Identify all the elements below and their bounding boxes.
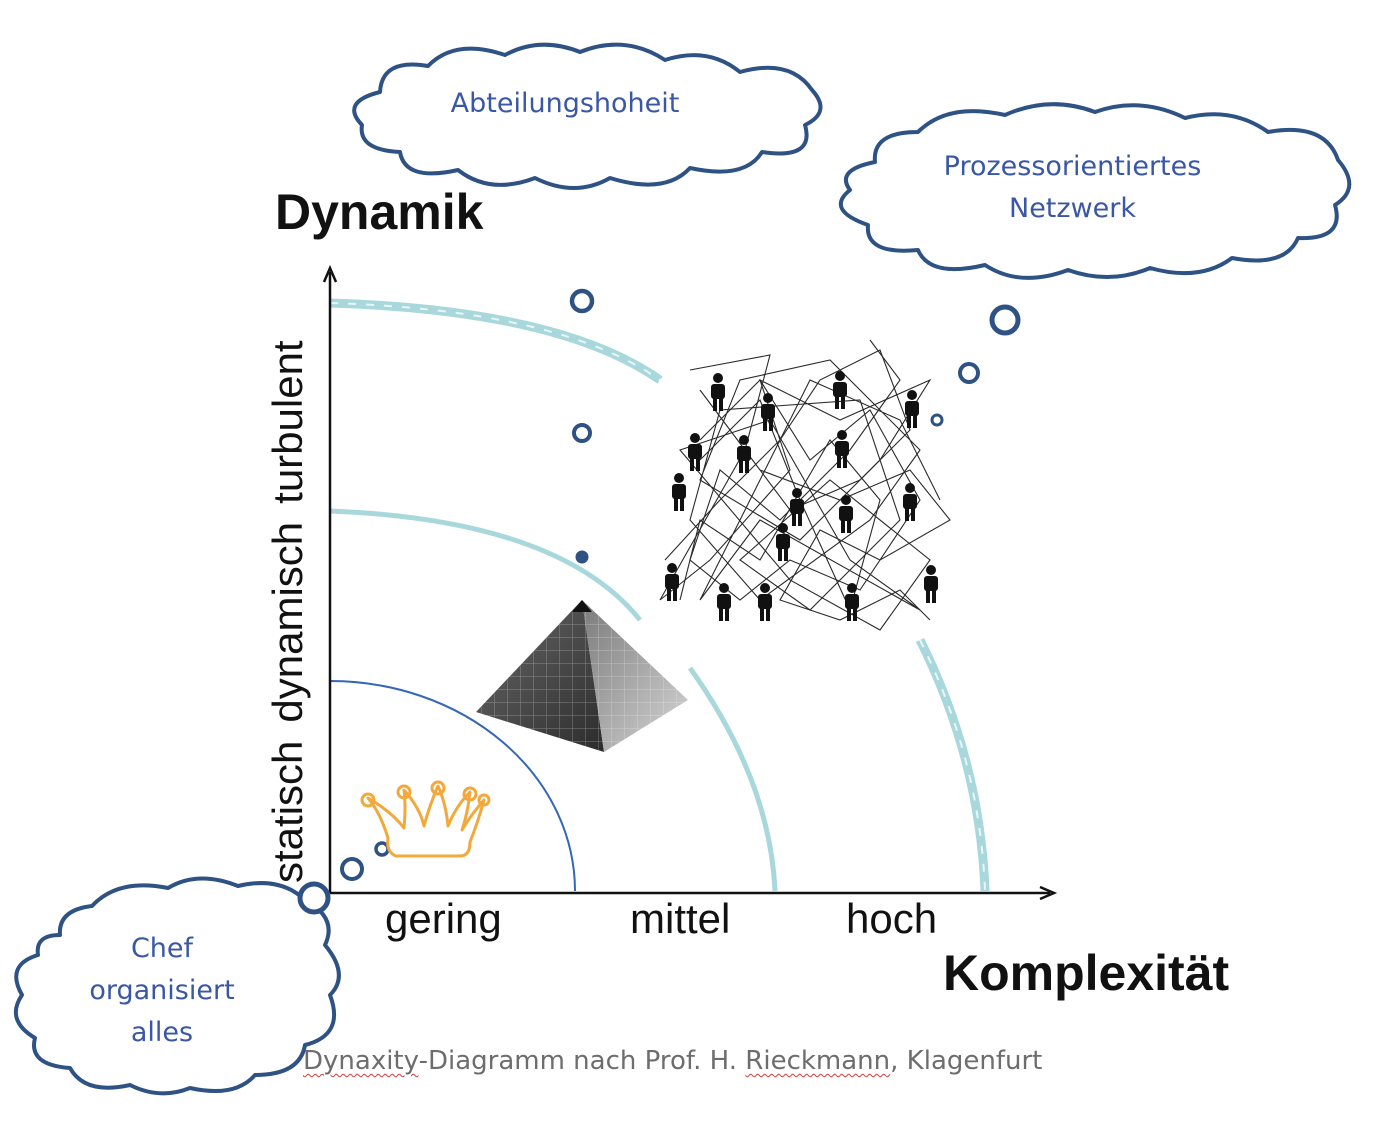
bubble [958,362,980,384]
cloud-top-label: Abteilungshoheit [450,88,680,119]
x-level-medium: mittel [630,895,731,942]
x-axis-arrow [1039,885,1058,901]
bubble [572,423,592,443]
bubble [374,841,390,857]
y-level-static: statisch [264,740,311,883]
cloud-bottom-left [13,876,341,1096]
diagram-caption: Dynaxity-Diagramm nach Prof. H. Rieckman… [303,1046,1042,1076]
y-axis-arrow [322,264,338,283]
x-level-low: gering [385,895,502,942]
y-axis-levels: statisch dynamisch turbulent [264,275,311,883]
cloud-top-right-line-1: Prozessorientiertes [943,151,1202,182]
caption-end: , Klagenfurt [890,1046,1043,1076]
bubble [575,550,589,564]
y-axis-title: Dynamik [275,184,484,240]
thought-bubbles [297,288,1021,915]
zone-arcs [329,298,990,892]
zone-arc-middle [329,508,778,892]
axes [322,264,1058,901]
caption-word-rieckmann: Rieckmann [745,1046,891,1076]
x-level-high: hoch [846,895,938,942]
pyramid-icon [476,600,688,752]
x-axis-title: Komplexität [943,945,1230,1001]
bubble [989,304,1021,336]
crown-icon [360,780,491,858]
cloud-top-right-line-2: Netzwerk [1009,193,1136,224]
cloud-bottom-left-line-1: Chef [130,933,194,964]
bubble [340,857,364,881]
bubble [297,881,331,915]
cloud-bottom-left-line-3: alles [130,1017,194,1048]
bubble [930,413,944,427]
cloud-top [352,42,823,190]
people-network-icon [659,339,951,631]
y-level-dynamic: dynamisch [264,521,311,723]
caption-word-dynaxity: Dynaxity [303,1046,419,1076]
zone-arc-inner [329,680,576,892]
cloud-bottom-left-label: Chef organisiert alles [62,928,262,1054]
caption-middle: -Diagramm nach Prof. H. [418,1046,746,1076]
cloud-bottom-left-line-2: organisiert [89,975,235,1006]
bubble [569,288,595,314]
y-level-turbulent: turbulent [264,340,311,504]
cloud-top-right-label: Prozessorientiertes Netzwerk [900,146,1245,230]
cloud-top-right [838,102,1352,280]
